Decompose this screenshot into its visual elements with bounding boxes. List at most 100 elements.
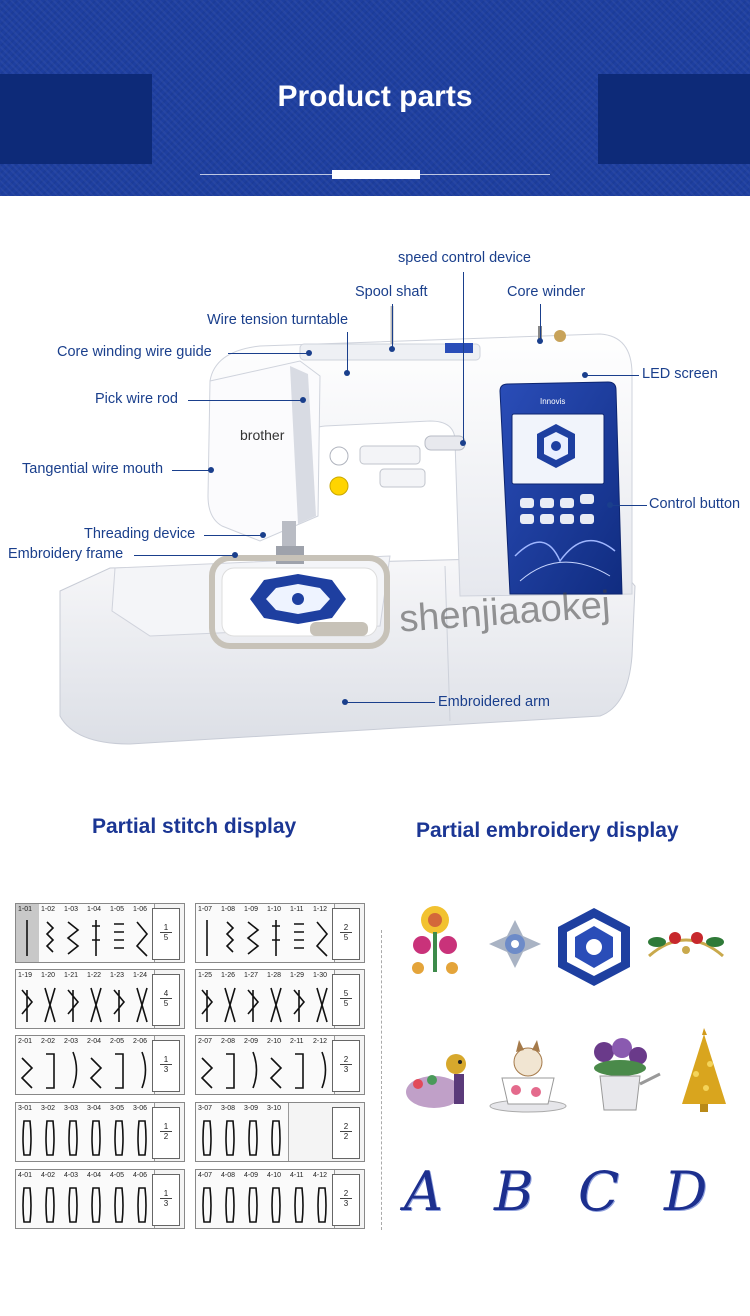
- stitch-cell[interactable]: 2-05: [108, 1036, 132, 1094]
- stitch-code: 3-06: [133, 1105, 148, 1112]
- stitch-pattern-icon: [200, 1057, 214, 1089]
- stitch-pattern-icon: [224, 987, 236, 1023]
- stitch-pattern-icon: [294, 1187, 304, 1223]
- stitch-cell[interactable]: 2-02: [39, 1036, 63, 1094]
- stitch-code: 4-07: [198, 1172, 213, 1179]
- stitch-glyph: [202, 1187, 212, 1223]
- stitch-pattern-icon: [315, 921, 329, 957]
- stitch-cell[interactable]: 1-28: [265, 970, 289, 1028]
- stitch-cell[interactable]: 1-29: [288, 970, 312, 1028]
- stitch-cell[interactable]: 1-22: [85, 970, 109, 1028]
- stitch-code: 1-12: [313, 906, 328, 913]
- stitch-cell[interactable]: 2-03: [62, 1036, 86, 1094]
- stitch-cell[interactable]: 2-10: [265, 1036, 289, 1094]
- stitch-cell[interactable]: 3-09: [242, 1103, 266, 1161]
- stitch-cell[interactable]: 3-02: [39, 1103, 63, 1161]
- leader-control-button: [610, 505, 647, 506]
- stitch-pattern-icon: [269, 1057, 283, 1089]
- stitch-pattern-icon: [294, 923, 304, 949]
- stitch-cell[interactable]: 2-04: [85, 1036, 109, 1094]
- stitch-pattern-icon: [137, 1120, 147, 1156]
- stitch-cell[interactable]: 1-25: [196, 970, 220, 1028]
- stitch-cell[interactable]: 4-09: [242, 1170, 266, 1228]
- stitch-cell[interactable]: 3-08: [219, 1103, 243, 1161]
- stitch-glyph: [68, 1187, 78, 1223]
- page-total: 5: [340, 932, 352, 942]
- stitch-cell[interactable]: 1-04: [85, 904, 109, 962]
- stitch-cell[interactable]: 4-08: [219, 1170, 243, 1228]
- stitch-cell[interactable]: 2-06: [131, 1036, 155, 1094]
- stitch-cell[interactable]: 1-10: [265, 904, 289, 962]
- stitch-cell[interactable]: 1-23: [108, 970, 132, 1028]
- stitch-pattern-icon: [113, 989, 126, 1022]
- stitch-pattern-icon: [45, 921, 55, 953]
- stitch-cell[interactable]: 3-07: [196, 1103, 220, 1161]
- stitch-cell[interactable]: 1-01: [16, 904, 40, 962]
- stitch-cell[interactable]: 1-27: [242, 970, 266, 1028]
- stitch-cell[interactable]: 1-07: [196, 904, 220, 962]
- stitch-cell[interactable]: 2-09: [242, 1036, 266, 1094]
- section-title-stitch: Partial stitch display: [92, 815, 297, 838]
- stitch-cell[interactable]: 4-04: [85, 1170, 109, 1228]
- stitch-glyph: [44, 987, 56, 1023]
- stitch-cell[interactable]: 1-12: [311, 904, 335, 962]
- stitch-pattern-icon: [271, 1120, 281, 1156]
- stitch-code: 4-04: [87, 1172, 102, 1179]
- stitch-glyph: [271, 1187, 281, 1223]
- embroidery-hexagon-pattern: [558, 908, 630, 986]
- stitch-cell[interactable]: 4-11: [288, 1170, 312, 1228]
- stitch-cell[interactable]: 1-02: [39, 904, 63, 962]
- stitch-glyph: [272, 920, 280, 956]
- stitch-cell[interactable]: 3-10: [265, 1103, 289, 1161]
- stitch-cell[interactable]: 4-10: [265, 1170, 289, 1228]
- stitch-cell[interactable]: 4-01: [16, 1170, 40, 1228]
- stitch-glyph: [246, 921, 260, 955]
- stitch-glyph: [317, 1187, 327, 1223]
- stitch-glyph: [45, 1187, 55, 1223]
- stitch-cell[interactable]: 1-03: [62, 904, 86, 962]
- stitch-cell[interactable]: 3-04: [85, 1103, 109, 1161]
- stitch-cell[interactable]: 2-01: [16, 1036, 40, 1094]
- stitch-cell[interactable]: 4-02: [39, 1170, 63, 1228]
- dot-control-button: [607, 502, 613, 508]
- stitch-glyph: [315, 921, 329, 957]
- leader-pick-wire-rod: [188, 400, 302, 401]
- stitch-cell[interactable]: 2-07: [196, 1036, 220, 1094]
- stitch-cell[interactable]: 4-05: [108, 1170, 132, 1228]
- stitch-cell[interactable]: 1-09: [242, 904, 266, 962]
- stitch-code: 1-20: [41, 972, 56, 979]
- stitch-cell[interactable]: 3-03: [62, 1103, 86, 1161]
- stitch-code: 4-03: [64, 1172, 79, 1179]
- stitch-cell[interactable]: 1-11: [288, 904, 312, 962]
- stitch-pattern-icon: [91, 1187, 101, 1223]
- stitch-cell[interactable]: 2-11: [288, 1036, 312, 1094]
- stitch-cell[interactable]: 4-07: [196, 1170, 220, 1228]
- page-current: 1: [163, 1189, 169, 1198]
- embroidery-flower-watering-can-pattern: [594, 1038, 661, 1111]
- stitch-cell[interactable]: 1-21: [62, 970, 86, 1028]
- stitch-glyph: [270, 987, 282, 1023]
- stitch-cell[interactable]: 2-08: [219, 1036, 243, 1094]
- stitch-cell[interactable]: 4-03: [62, 1170, 86, 1228]
- stitch-cell[interactable]: 3-05: [108, 1103, 132, 1161]
- stitch-cell[interactable]: 3-01: [16, 1103, 40, 1161]
- stitch-cell[interactable]: 1-08: [219, 904, 243, 962]
- stitch-cell[interactable]: 1-20: [39, 970, 63, 1028]
- stitch-cell[interactable]: 1-19: [16, 970, 40, 1028]
- stitch-cell[interactable]: 1-26: [219, 970, 243, 1028]
- stitch-cell[interactable]: 3-06: [131, 1103, 155, 1161]
- stitch-code: 4-08: [221, 1172, 236, 1179]
- stitch-code: 3-09: [244, 1105, 259, 1112]
- stitch-cell[interactable]: 1-05: [108, 904, 132, 962]
